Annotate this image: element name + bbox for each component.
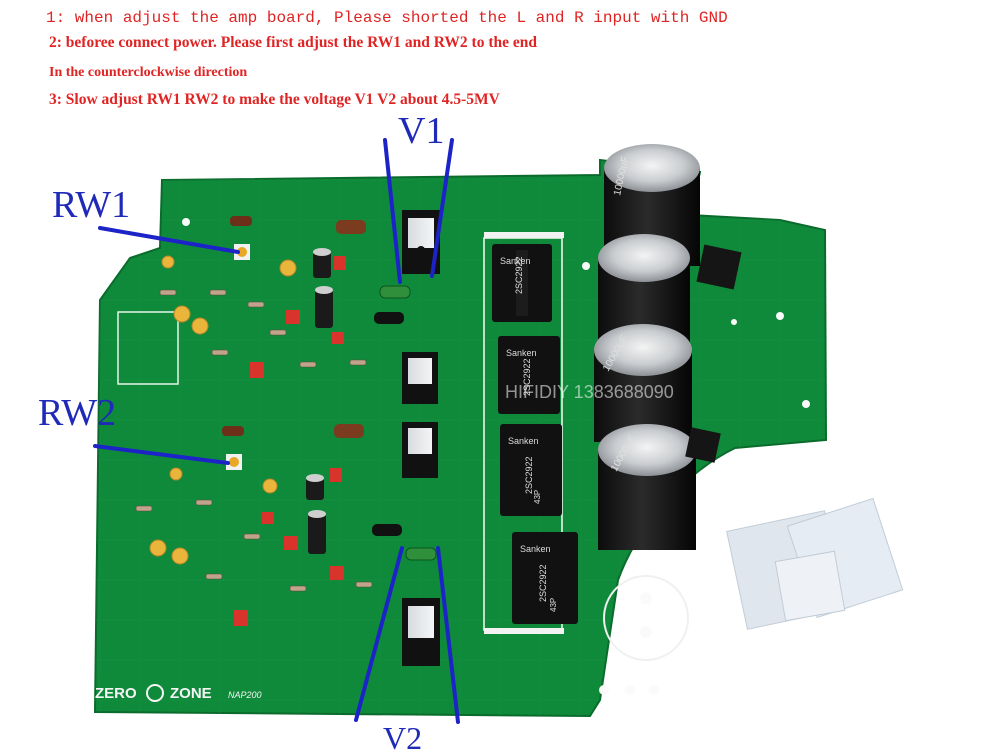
power-transistor: Sanken 2SC2922 43P (500, 424, 562, 516)
driver-transistor (402, 352, 438, 404)
transistor-brand-text: Sanken (508, 436, 539, 446)
power-transistor: Sanken 2SC2922 43P (512, 532, 578, 624)
transistor-part-text: 2SC2922 (524, 456, 534, 494)
silkscreen-bar (484, 232, 564, 238)
filter-capacitor: 10000μF (604, 144, 700, 266)
silkscreen-circle (603, 575, 689, 661)
transistor-part-text: 2SC2922 (538, 564, 548, 602)
transistor-brand-text: Sanken (520, 544, 551, 554)
callout-v2: V2 (383, 720, 423, 756)
driver-transistor (402, 422, 438, 478)
ceramic-capacitors (149, 255, 297, 565)
small-capacitor (306, 248, 333, 554)
transistor-part-text: 2SC2922 (514, 256, 524, 294)
annotation-lines (93, 138, 460, 724)
power-transistor: Sanken 2SC2922 (498, 336, 560, 414)
watermark-text: HIFIDIY 1383688090 (505, 382, 674, 402)
silkscreen-box (117, 311, 179, 385)
brand-zero-text: ZERO (95, 685, 137, 702)
instruction-line-1: 1: when adjust the amp board, Please sho… (46, 9, 728, 27)
transistor-brand-text: Sanken (500, 256, 531, 266)
small-resistors (135, 289, 373, 592)
model-text: NAP200 (228, 690, 262, 700)
mounting-holes (182, 218, 810, 408)
callout-rw1: RW1 (52, 184, 131, 226)
transistor-code-text: 43P (533, 490, 542, 504)
callout-v1: V1 (398, 110, 445, 152)
filter-capacitor: 10000μF (598, 424, 696, 550)
bridge-rectifier (685, 244, 742, 463)
power-resistors (222, 216, 437, 561)
trimmer-rw1 (234, 244, 250, 260)
transistor-brand-text: Sanken (506, 348, 537, 358)
transistor-code-text: 43P (549, 598, 558, 612)
instruction-line-4: 3: Slow adjust RW1 RW2 to make the volta… (49, 91, 500, 108)
power-terminals (599, 685, 659, 695)
callout-rw2: RW2 (38, 392, 117, 434)
thermal-pads (726, 497, 904, 630)
power-transistor: Sanken 2SC2922 (492, 244, 552, 322)
brand-logo-icon (146, 684, 164, 702)
transistor-part-text: 2SC2922 (522, 358, 532, 396)
instruction-line-2: 2: beforee connect power. Please first a… (49, 34, 537, 51)
film-capacitors (234, 256, 346, 626)
driver-transistor (402, 598, 440, 666)
brand-zone-text: ZONE (170, 685, 212, 702)
instruction-line-3: In the counterclockwise direction (49, 65, 248, 80)
trimmer-rw2 (226, 454, 242, 470)
